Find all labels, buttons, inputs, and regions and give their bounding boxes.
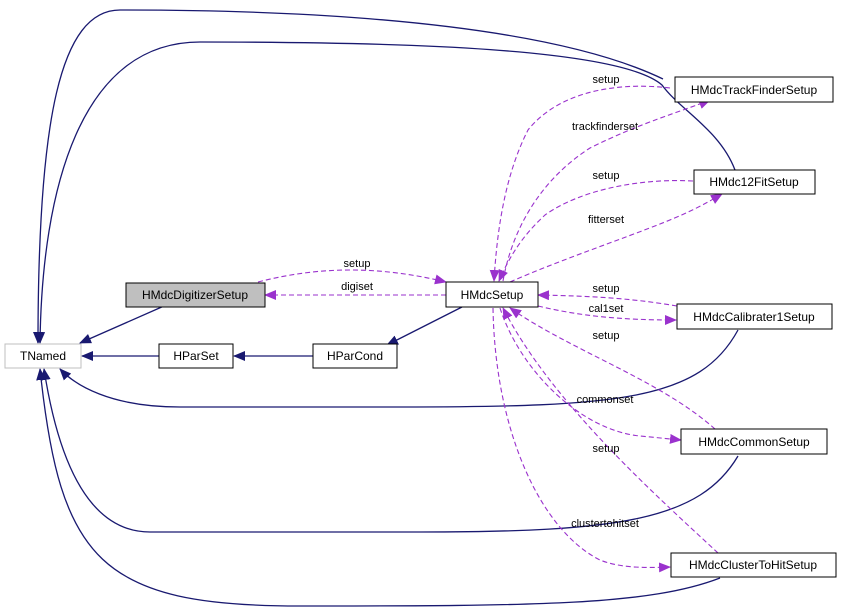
node-label-hmdcclustertohitsetup: HMdcClusterToHitSetup [689,558,817,572]
edge-label-cluster-setup: setup [593,443,620,455]
edge-label-cal1-setup: setup [593,283,620,295]
node-hparset[interactable]: HParSet [158,343,234,369]
node-hmdccommonsetup[interactable]: HMdcCommonSetup [680,428,828,455]
node-label-tnamed: TNamed [20,349,66,363]
edge-commonset [499,307,682,444]
node-label-hmdcdigitizersetup: HMdcDigitizerSetup [142,288,248,302]
edge-label-cal1set: cal1set [589,303,624,315]
node-hmdc12fitsetup[interactable]: HMdc12FitSetup [693,169,816,195]
edge-labels: setup trackfinderset setup fitterset set… [341,74,639,530]
node-hmdcclustertohitsetup[interactable]: HMdcClusterToHitSetup [670,552,837,578]
node-hmdcdigitizersetup[interactable]: HMdcDigitizerSetup [125,282,266,308]
edge-12fit-to-tnamed [35,41,736,344]
edge-label-fitterset: fitterset [588,214,624,226]
edge-trackfinder-to-tnamed [33,9,664,344]
edge-label-trackfinder-setup: setup [593,74,620,86]
edge-cluster-setup [502,307,719,554]
node-label-hmdcsetup: HMdcSetup [461,288,524,302]
node-label-hmdccalibrater1setup: HMdcCalibrater1Setup [693,310,815,324]
edge-trackfinderset [502,99,711,282]
edge-label-digitizer-setup: setup [344,258,371,270]
edge-clustertohitset [492,307,671,573]
node-hparcond[interactable]: HParCond [312,343,398,369]
inheritance-edges [33,9,739,607]
edge-label-trackfinderset: trackfinderset [572,121,638,133]
node-label-hparset: HParSet [173,349,219,363]
edge-cal1-setup [537,290,678,307]
edge-fitterset [509,193,723,283]
edge-mdcsetup-to-parcond [386,306,463,346]
edge-label-clustertohitset: clustertohitset [571,518,639,530]
edge-label-digiset: digiset [341,281,373,293]
edge-cal1-to-tnamed [59,329,739,408]
node-label-hmdctrackfindersetup: HMdcTrackFinderSetup [691,83,818,97]
edge-trackfinder-setup [489,85,671,282]
edge-common-setup [509,307,716,430]
edge-label-commonset: commonset [577,394,634,406]
edge-clustertohit-to-tnamed [36,368,721,607]
edge-cal1set [537,305,677,325]
node-hmdccalibrater1setup[interactable]: HMdcCalibrater1Setup [676,303,833,330]
node-hmdcsetup[interactable]: HMdcSetup [445,281,539,308]
edge-label-common-setup: setup [593,330,620,342]
edge-digitizer-to-tnamed [79,305,165,344]
node-label-hmdc12fitsetup: HMdc12FitSetup [709,175,799,189]
node-label-hparcond: HParCond [327,349,383,363]
edge-12fit-setup [498,180,694,282]
node-tnamed[interactable]: TNamed [4,343,82,369]
usage-edges [257,85,723,573]
edge-common-to-tnamed [40,368,739,533]
node-hmdctrackfindersetup[interactable]: HMdcTrackFinderSetup [674,76,834,103]
node-label-hmdccommonsetup: HMdcCommonSetup [698,435,810,449]
edge-label-12fit-setup: setup [593,170,620,182]
